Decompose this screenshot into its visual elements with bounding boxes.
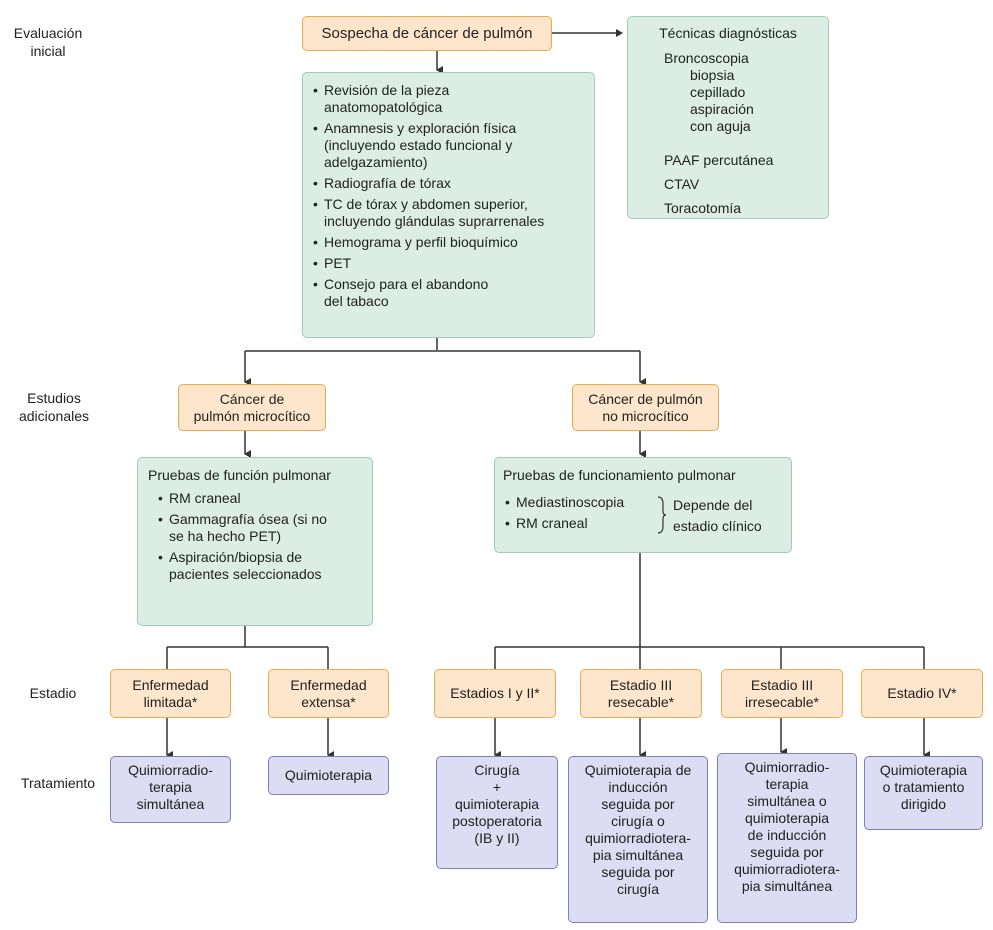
root-node-label: Sospecha de cáncer de pulmón xyxy=(321,25,533,42)
nsclc-test-item: RM craneal xyxy=(503,515,624,532)
sclc-tests-box: Pruebas de función pulmonar RM craneal G… xyxy=(137,457,373,626)
workup-item: Consejo para el abandono del tabaco xyxy=(311,276,588,310)
treatment-limited: Quimiorradio- terapia simultánea xyxy=(110,756,231,823)
stage-extensive: Enfermedad extensa* xyxy=(268,669,389,718)
sclc-node: Cáncer de pulmón microcítico xyxy=(178,384,326,431)
sclc-tests-title: Pruebas de función pulmonar xyxy=(148,467,331,483)
stage-limited: Enfermedad limitada* xyxy=(110,669,231,718)
nsclc-node: Cáncer de pulmón no microcítico xyxy=(572,384,719,431)
sclc-test-item: Gammagrafía ósea (si no se ha hecho PET) xyxy=(156,511,366,545)
sclc-test-item: Aspiración/biopsia de pacientes seleccio… xyxy=(156,549,366,583)
technique-sub-item: cepillado xyxy=(690,84,746,100)
nsclc-tests-title: Pruebas de funcionamiento pulmonar xyxy=(503,467,736,483)
treatment-stage-4: Quimioterapia o tratamiento dirigido xyxy=(864,756,983,830)
nsclc-tests-box: Pruebas de funcionamiento pulmonar Media… xyxy=(494,457,792,553)
technique-broncoscopia: Broncoscopia xyxy=(664,50,749,66)
workup-item: Revisión de la pieza anatomopatológica xyxy=(311,82,588,116)
diagnostic-techniques-title: Técnicas diagnósticas xyxy=(659,25,797,41)
treatment-stage-1-2: Cirugía + quimioterapia postoperatoria (… xyxy=(436,756,558,869)
technique-sub-item: aspiración xyxy=(690,101,754,117)
workup-item: PET xyxy=(311,255,588,272)
nsclc-tests-note: Depende del estadio clínico xyxy=(673,497,762,534)
technique-ctav: CTAV xyxy=(664,176,700,192)
brace-icon xyxy=(657,496,667,534)
sclc-test-item: RM craneal xyxy=(156,490,366,507)
diagnostic-techniques-box: Técnicas diagnósticas Broncoscopia biops… xyxy=(627,16,829,219)
technique-paaf: PAAF percutánea xyxy=(664,152,774,168)
row-label-estadio: Estadio xyxy=(29,685,77,701)
workup-item: Anamnesis y exploración física (incluyen… xyxy=(311,120,588,171)
workup-item: Hemograma y perfil bioquímico xyxy=(311,234,588,251)
stage-1-2: Estadios I y II* xyxy=(434,669,556,718)
root-node: Sospecha de cáncer de pulmón xyxy=(302,16,552,51)
initial-workup-box: Revisión de la pieza anatomopatológica A… xyxy=(302,72,595,338)
technique-toracotomia: Toracotomía xyxy=(664,200,742,216)
row-label-evaluacion: Evaluación inicial xyxy=(13,25,83,59)
treatment-stage-3-resectable: Quimioterapia de inducción seguida por c… xyxy=(568,756,708,923)
technique-sub-item: con aguja xyxy=(690,118,751,134)
stage-4: Estadio IV* xyxy=(861,669,983,718)
treatment-stage-3-unresectable: Quimiorradio- terapia simultánea o quimi… xyxy=(717,753,857,923)
treatment-extensive: Quimioterapia xyxy=(268,756,389,795)
row-label-estudios: Estudios adicionales xyxy=(18,390,90,424)
technique-sub-item: biopsia xyxy=(690,67,735,83)
workup-item: Radiografía de tórax xyxy=(311,175,588,192)
nsclc-test-item: Mediastinoscopia xyxy=(503,494,624,511)
workup-item: TC de tórax y abdomen superior, incluyen… xyxy=(311,196,588,230)
stage-3-resectable: Estadio III resecable* xyxy=(580,669,702,718)
row-label-tratamiento: Tratamiento xyxy=(20,775,96,791)
stage-3-unresectable: Estadio III irresecable* xyxy=(721,669,843,718)
